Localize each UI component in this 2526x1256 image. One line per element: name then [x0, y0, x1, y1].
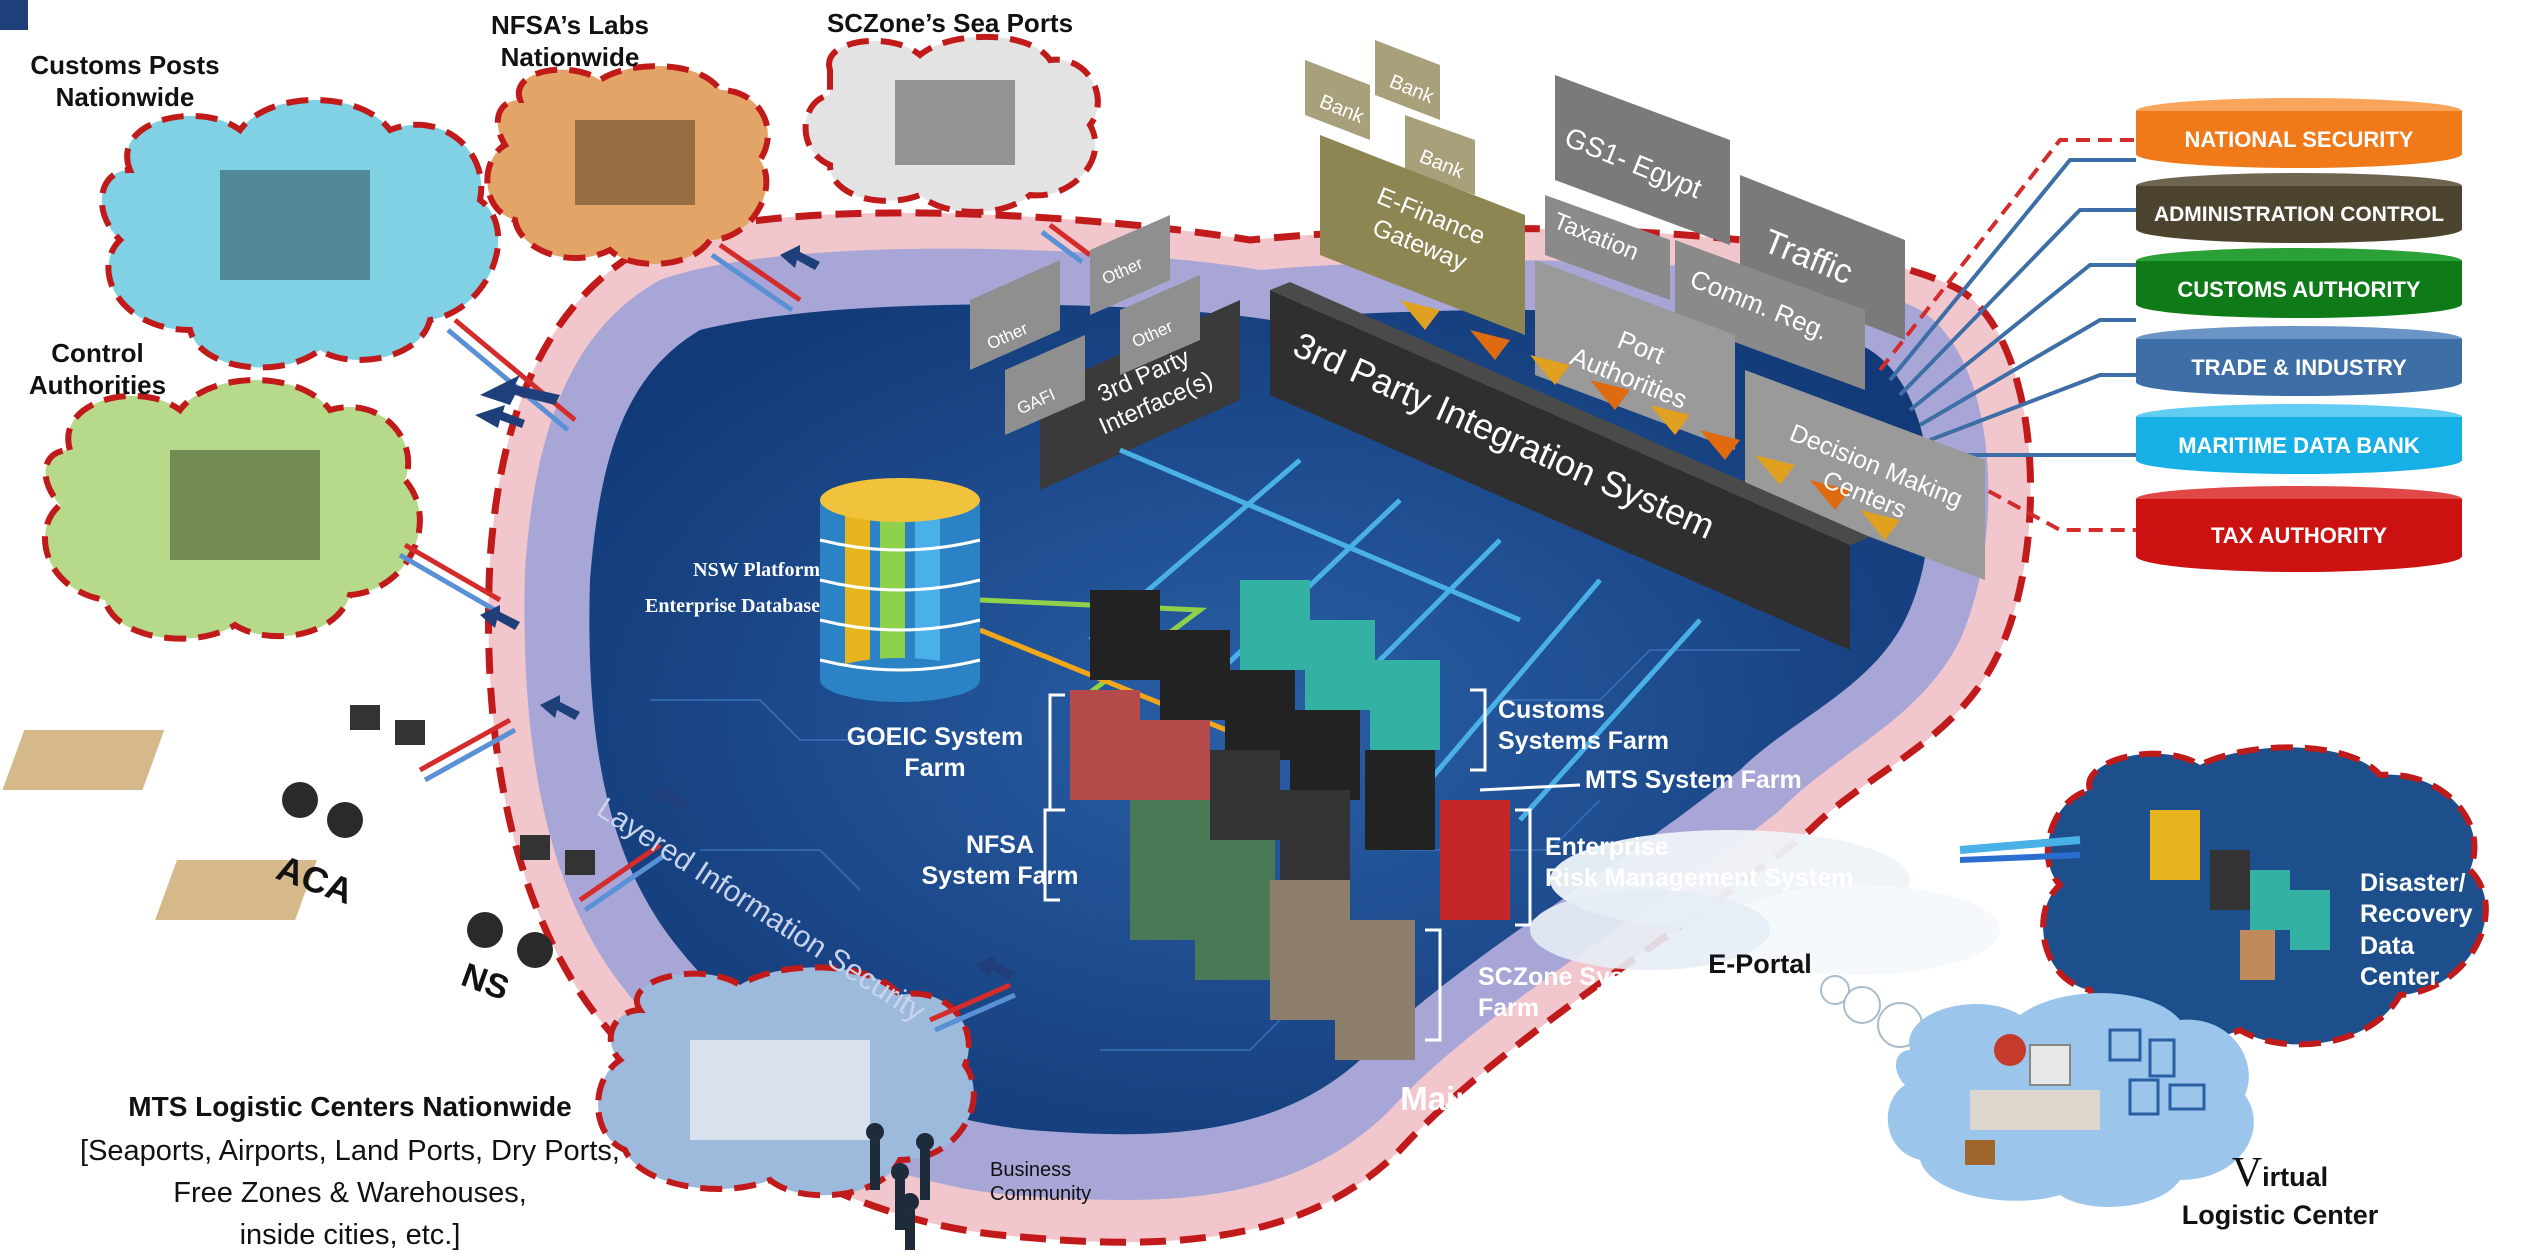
control-authorities-label: Control Authorities	[28, 338, 167, 400]
other-boxes	[970, 215, 1200, 435]
virtual-center-label: Virtual Logistic Center	[2150, 1148, 2410, 1232]
nfsa-racks	[1130, 800, 1275, 980]
customs-posts-cloud	[99, 97, 502, 371]
virtual-initial: V	[2231, 1150, 2263, 1196]
main-data-center-label: Main Data Center	[1400, 1080, 1670, 1117]
eportal-label: E-Portal	[1708, 949, 1812, 979]
sczone-ports-cloud	[802, 33, 1101, 215]
integration-boxes	[1535, 75, 1985, 580]
sczone-ports-label: SCZone’s Sea Ports	[826, 8, 1074, 38]
mts-racks	[1090, 590, 1435, 880]
db-layer-customs-authority: CUSTOMS AUTHORITY	[2136, 248, 2462, 318]
customs-building-icon	[220, 170, 370, 280]
corner-marker	[0, 0, 28, 30]
efinance-gateway-box	[1320, 135, 1525, 335]
goeic-label: GOEIC System Farm	[846, 723, 1024, 783]
erm-rack	[1440, 800, 1510, 920]
lab-building-icon	[575, 120, 695, 205]
logistic-centers-details: [Seaports, Airports, Land Ports, Dry Por…	[80, 1135, 620, 1252]
ns-workstations	[155, 835, 595, 968]
erm-label: Enterprise Risk Management System	[1545, 833, 1854, 893]
server-racks	[1070, 580, 1510, 1060]
nfsa-labs-label: NFSA’s Labs Nationwide	[491, 10, 649, 72]
eportal-cloud	[1530, 830, 2000, 1048]
authority-building-icon	[170, 450, 320, 560]
group-brackets	[1043, 688, 1581, 1042]
warehouse-icon	[690, 1040, 870, 1140]
disaster-recovery-cloud	[2040, 744, 2489, 1048]
virtual-center-cloud	[1887, 993, 2254, 1207]
customs-farm-label: Customs Systems Farm	[1498, 696, 1669, 756]
nfsa-farm-label: NFSA System Farm	[921, 831, 1079, 891]
business-community-label: Business Community	[990, 1159, 1092, 1206]
fiber-link	[1959, 836, 2081, 863]
third-party-interface-box	[1040, 300, 1240, 490]
customs-racks	[1240, 580, 1440, 750]
db-layer-maritime-data-bank: MARITIME DATA BANK	[2136, 404, 2462, 474]
nfsa-labs-cloud	[484, 63, 771, 267]
db-layer-trade-industry: TRADE & INDUSTRY	[2136, 326, 2462, 396]
mts-farm-label: MTS System Farm	[1585, 766, 1802, 794]
business-people	[866, 1123, 934, 1250]
control-authorities-cloud	[42, 377, 423, 642]
nsw-platform-label: NSW Platform Enterprise Database	[645, 559, 820, 617]
logistic-centers-title: MTS Logistic Centers Nationwide	[128, 1091, 572, 1122]
sczone-racks	[1270, 880, 1415, 1060]
stack-connection-lines	[1878, 138, 2136, 532]
nsw-database-cylinder	[819, 478, 981, 702]
integration-system-bar	[1270, 290, 1850, 650]
exchange-arrows	[1400, 300, 1900, 540]
db-layer-administration-control: ADMINISTRATION CONTROL	[2136, 173, 2462, 243]
db-layer-tax-authority: TAX AUTHORITY	[2136, 486, 2462, 572]
customs-posts-label: Customs Posts Nationwide	[30, 50, 220, 112]
db-layer-national-security: NATIONAL SECURITY	[2136, 98, 2462, 168]
virtual-line2: Logistic Center	[2181, 1200, 2379, 1231]
port-building-icon	[895, 80, 1015, 165]
virtual-rest: irtual	[2262, 1162, 2329, 1192]
bidirectional-arrows	[475, 245, 1015, 980]
disaster-recovery-label: Disaster/ Recovery Data Center	[2360, 869, 2473, 991]
bank-boxes	[1305, 40, 1525, 335]
sczone-farm-label: SCZone System Farm	[1478, 963, 1669, 1023]
aca-workstations	[2, 705, 425, 838]
